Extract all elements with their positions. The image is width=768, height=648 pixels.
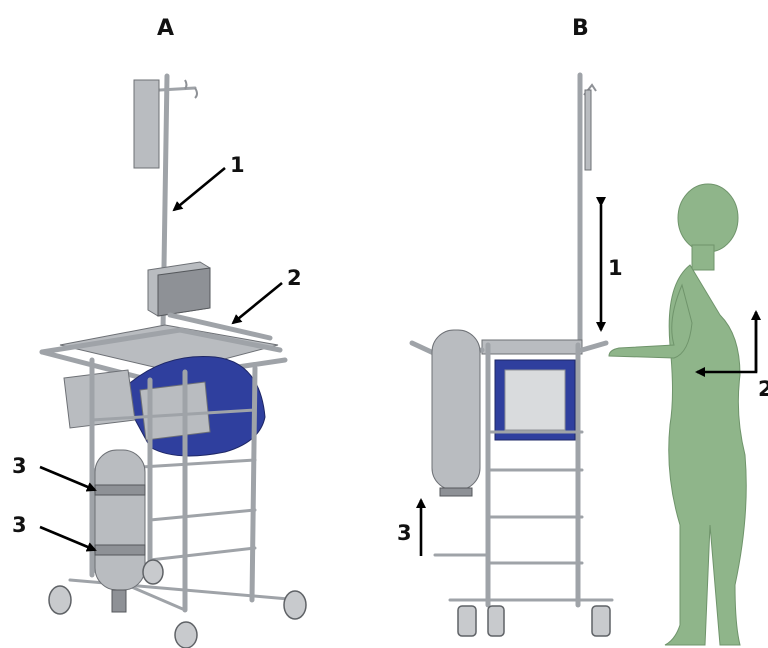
callout-a2-label: 2 bbox=[287, 266, 302, 290]
panel-letter-a: A bbox=[157, 16, 174, 41]
wheel bbox=[175, 622, 197, 648]
wheel bbox=[592, 606, 610, 636]
callout-arrow-a2 bbox=[233, 283, 282, 323]
oxygen-cylinder-side bbox=[432, 330, 480, 490]
human-model bbox=[609, 184, 746, 645]
callout-arrow-a3-bottom bbox=[40, 527, 95, 550]
iv-bag bbox=[134, 80, 159, 168]
panel-letter-b: B bbox=[572, 16, 589, 41]
wheel bbox=[49, 586, 71, 614]
top-tray-side bbox=[482, 340, 582, 354]
callout-a3-top-label: 3 bbox=[12, 454, 27, 478]
wheel bbox=[284, 591, 306, 619]
callout-a3-bottom-label: 3 bbox=[12, 513, 27, 537]
human-arm bbox=[609, 285, 692, 358]
callout-arrow-a3-top bbox=[40, 467, 95, 490]
callout-b3-label: 3 bbox=[397, 521, 412, 545]
callout-b2-label: 2 bbox=[758, 377, 768, 401]
callout-a1-label: 1 bbox=[230, 153, 245, 177]
panel-b-cart-illustration bbox=[412, 75, 612, 636]
callout-b1-label: 1 bbox=[608, 256, 623, 280]
wheel bbox=[458, 606, 476, 636]
wheel bbox=[143, 560, 163, 584]
wheel bbox=[488, 606, 504, 636]
panel-a-cart-illustration bbox=[42, 76, 306, 648]
oxygen-cylinder bbox=[95, 450, 145, 590]
callout-arrow-a1 bbox=[174, 168, 225, 210]
